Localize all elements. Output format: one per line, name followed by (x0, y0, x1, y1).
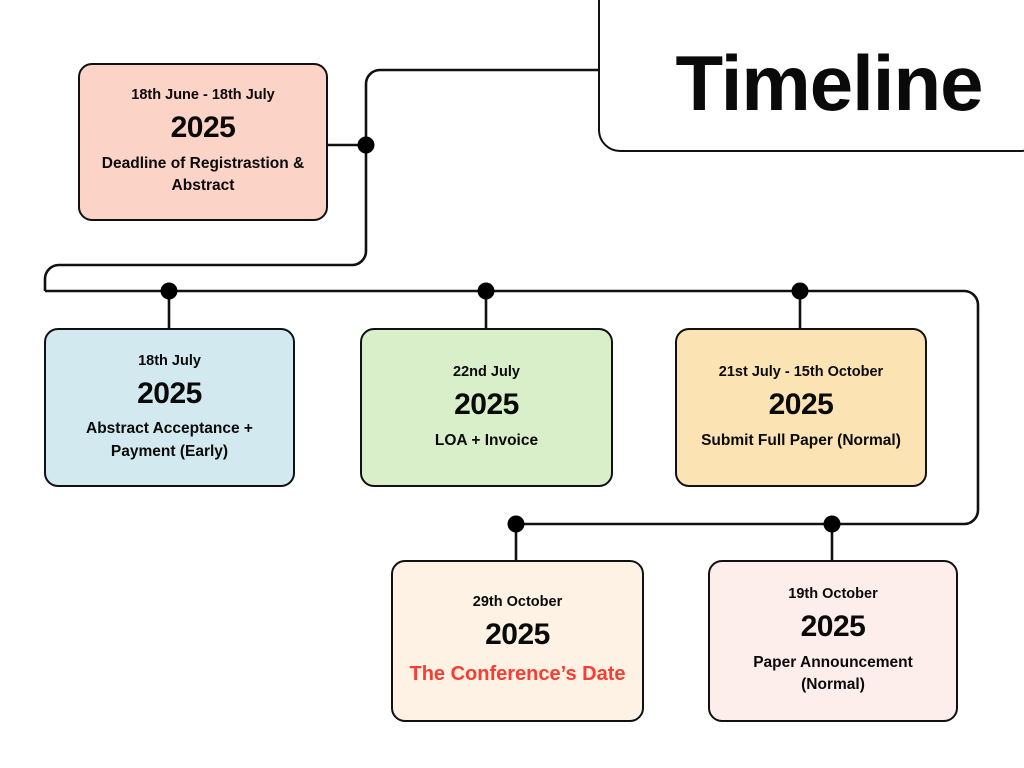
node-dot-registration (357, 136, 375, 154)
card-year: 2025 (485, 618, 550, 652)
wire-main-lower (45, 289, 980, 526)
card-year: 2025 (137, 376, 202, 410)
timeline-card-loa[interactable]: 22nd July 2025 LOA + Invoice (360, 328, 613, 487)
node-dot-conference (507, 515, 525, 533)
node-dot-fullpaper (791, 282, 809, 300)
card-description: Paper Announcement (Normal) (753, 653, 913, 694)
card-description: Abstract Acceptance + Payment (Early) (86, 420, 253, 460)
page-title: Timeline (675, 39, 983, 127)
card-description: LOA + Invoice (434, 431, 539, 449)
timeline-card-full-paper[interactable]: 21st July - 15th October 2025 Submit Ful… (675, 328, 927, 487)
card-date: 18th July (138, 352, 201, 369)
card-date: 29th October (472, 594, 563, 611)
node-dot-announcement (823, 515, 841, 533)
card-date: 21st July - 15th October (718, 363, 884, 380)
node-dot-loa (477, 282, 495, 300)
timeline-card-paper-announcement[interactable]: 19th October 2025 Paper Announcement (No… (708, 560, 958, 722)
page-title-plate: Timeline (598, 0, 1024, 152)
card-year: 2025 (170, 111, 236, 145)
card-date: 18th June - 18th July (131, 87, 275, 104)
card-date: 19th October (788, 586, 878, 603)
timeline-card-registration[interactable]: 18th June - 18th July 2025 Deadline of R… (78, 63, 328, 221)
card-description: Deadline of Registrastion & Abstract (101, 154, 305, 195)
card-year: 2025 (768, 388, 834, 422)
card-description: Submit Full Paper (Normal) (701, 431, 901, 449)
node-dot-acceptance (160, 282, 178, 300)
wire-main-upper (43, 68, 598, 291)
timeline-card-acceptance[interactable]: 18th July 2025 Abstract Acceptance + Pay… (44, 328, 295, 487)
card-year: 2025 (454, 388, 519, 422)
card-description: The Conference’s Date (409, 662, 626, 685)
card-year: 2025 (800, 610, 866, 644)
card-date: 22nd July (453, 363, 520, 380)
timeline-card-conference-date[interactable]: 29th October 2025 The Conference’s Date (391, 560, 644, 722)
